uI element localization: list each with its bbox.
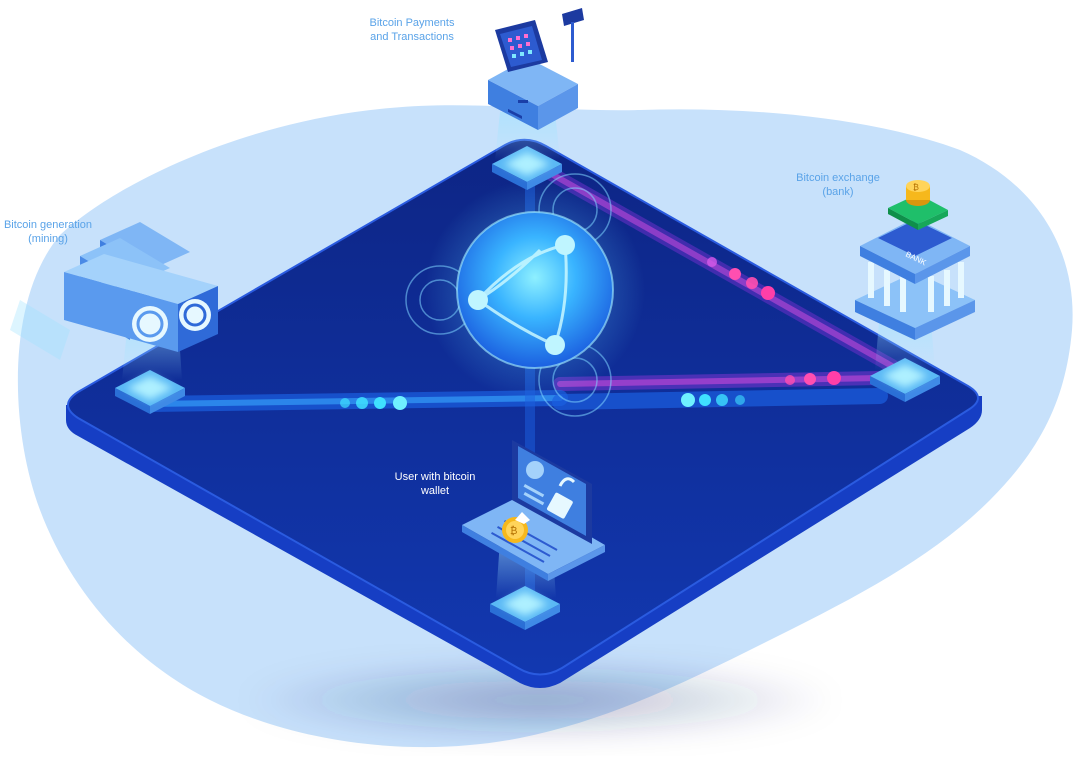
laptop-wallet-icon: ₿ bbox=[462, 440, 605, 581]
label-bitcoin-exchange: Bitcoin exchange (bank) bbox=[778, 171, 898, 199]
label-bitcoin-payments: Bitcoin Payments and Transactions bbox=[352, 16, 472, 44]
bitcoin-coin-icon: ₿ bbox=[906, 180, 930, 206]
label-line: wallet bbox=[420, 485, 450, 497]
label-bitcoin-mining: Bitcoin generation (mining) bbox=[0, 218, 102, 246]
bitcoin-coin-icon: ₿ bbox=[502, 517, 528, 543]
label-user-wallet: User with bitcoin wallet bbox=[380, 470, 490, 498]
label-line: Bitcoin exchange bbox=[796, 172, 880, 184]
cash-register-icon bbox=[488, 8, 584, 130]
platform-shadow bbox=[240, 660, 840, 740]
label-line: Bitcoin generation bbox=[3, 219, 93, 231]
rig-unit-front bbox=[64, 254, 218, 352]
label-line: (bank) bbox=[822, 186, 854, 198]
label-line: (mining) bbox=[28, 233, 68, 245]
bank-icon: BANK ₿ bbox=[855, 180, 975, 340]
label-line: User with bitcoin bbox=[394, 471, 476, 483]
label-line: Bitcoin Payments bbox=[369, 17, 455, 29]
money-stack bbox=[888, 194, 948, 224]
svg-text:₿: ₿ bbox=[510, 525, 517, 537]
globe-network-icon bbox=[425, 180, 645, 400]
mining-rig-icon bbox=[10, 222, 218, 360]
label-line: and Transactions bbox=[370, 31, 454, 43]
svg-text:₿: ₿ bbox=[913, 183, 919, 192]
